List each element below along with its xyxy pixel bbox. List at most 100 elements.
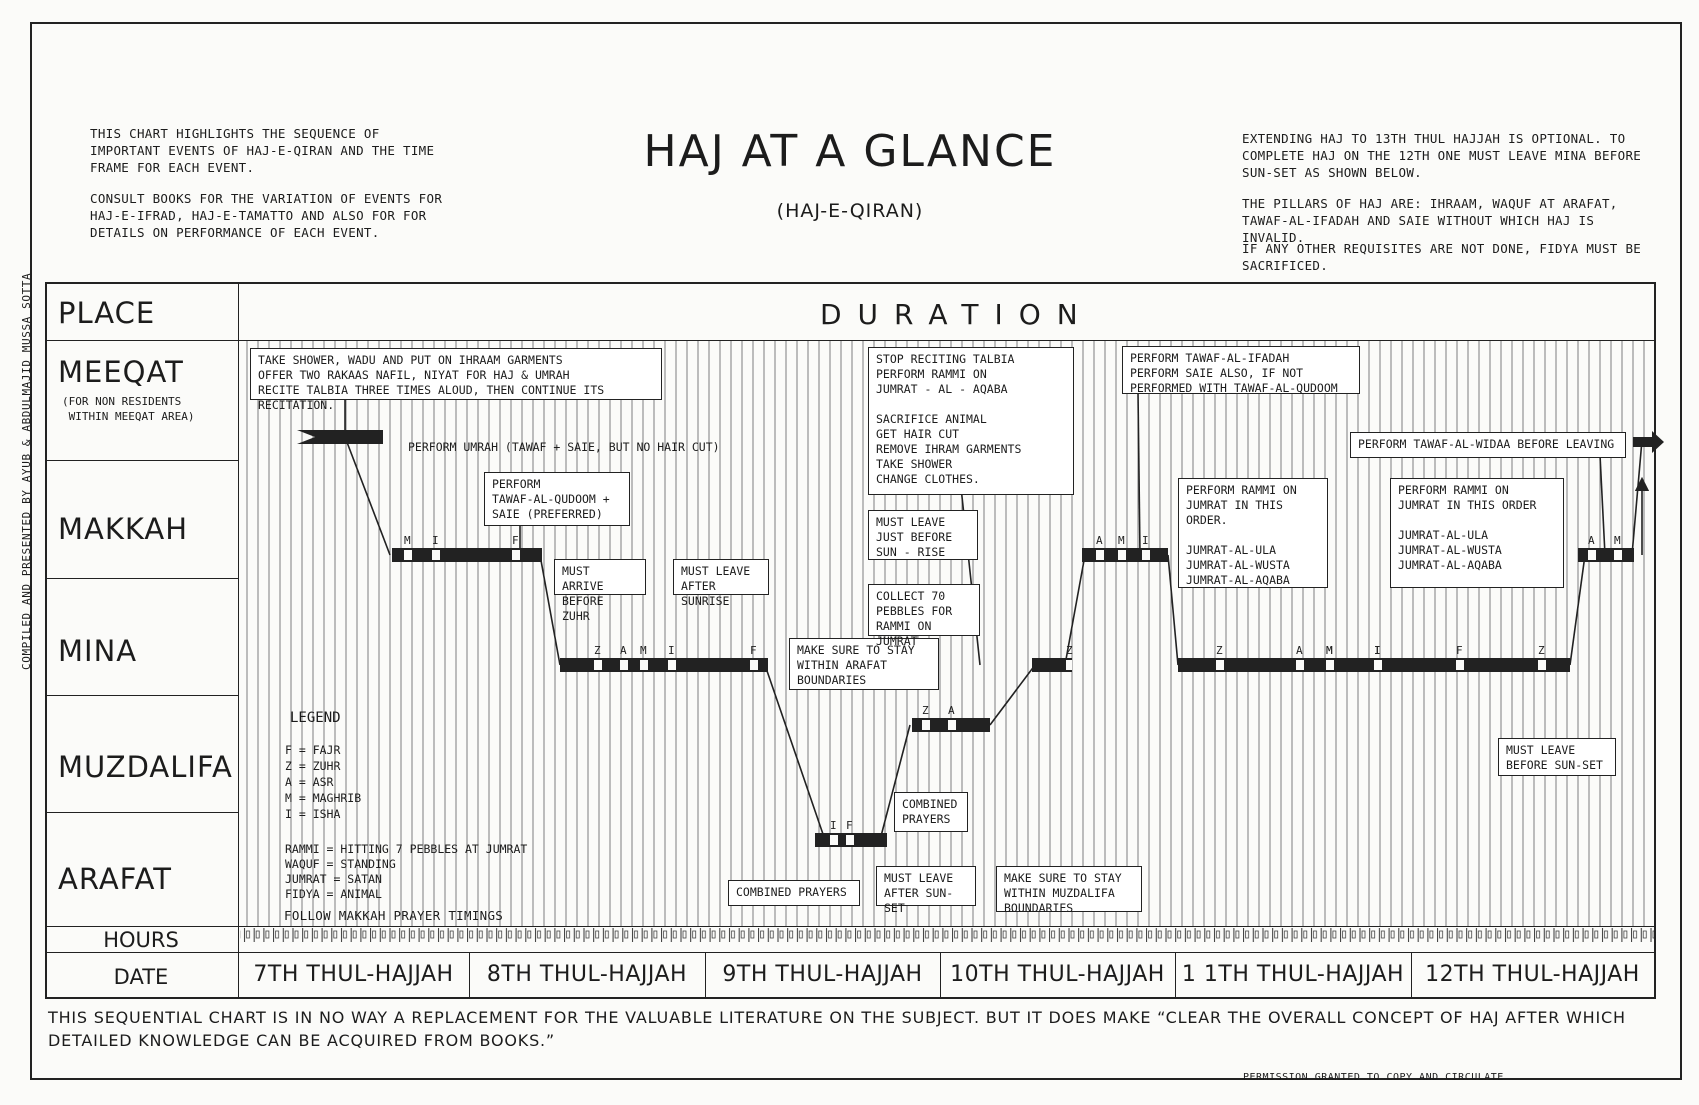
- day-divider-5: [1411, 952, 1412, 999]
- prayer-mark: I: [1142, 534, 1149, 547]
- event-day10-acts: STOP RECITING TALBIA PERFORM RAMMI ON JU…: [868, 347, 1074, 495]
- hours-label: HOURS: [103, 928, 179, 952]
- exit-arrow: [1633, 431, 1664, 453]
- place-header: PLACE: [58, 296, 156, 330]
- prayer-mark: I: [432, 534, 439, 547]
- legend-item-fajr: F = FAJR: [285, 743, 341, 757]
- place-arafat: ARAFAT: [58, 862, 172, 896]
- outer-frame: [30, 22, 1682, 1080]
- row-divider-arafat: [45, 926, 1656, 927]
- hours-ruler: [240, 928, 1656, 950]
- prayer-mark: A: [948, 704, 955, 717]
- day-8: 8TH THUL-HAJJAH: [486, 962, 688, 987]
- prayer-mark: M: [1326, 644, 1333, 657]
- day-divider-2: [705, 952, 706, 999]
- legend-term-jumrat: JUMRAT = SATAN: [285, 872, 382, 886]
- duration-header: DURATION: [820, 298, 1094, 331]
- event-combined-prayers-arafat: COMBINED PRAYERS: [728, 880, 860, 906]
- day-10: 10TH THUL-HAJJAH: [950, 962, 1165, 987]
- route-segment-muzdalifa-mina: [989, 664, 1036, 726]
- day-divider-4: [1175, 952, 1176, 999]
- prayer-mark: Z: [1066, 644, 1073, 657]
- prayer-mark: F: [846, 819, 853, 832]
- route-segment-makkah-mina-2: [1167, 554, 1179, 666]
- permission-note: PERMISSION GRANTED TO COPY AND CIRCULATE: [1243, 1072, 1504, 1083]
- connector-ifadah: [1137, 391, 1141, 556]
- event-rammi-day12: PERFORM RAMMI ON JUMRAT IN THIS ORDER JU…: [1390, 478, 1564, 588]
- prayer-mark: I: [830, 819, 837, 832]
- row-divider-makkah: [45, 578, 238, 579]
- prayer-gaps: [404, 550, 1622, 845]
- prayer-mark: M: [1614, 534, 1621, 547]
- legend-item-zuhr: Z = ZUHR: [285, 759, 341, 773]
- event-leave-after-sunrise: MUST LEAVE AFTER SUNRISE: [673, 559, 769, 608]
- day-divider-3: [940, 952, 941, 999]
- day-9: 9TH THUL-HAJJAH: [722, 962, 923, 987]
- intro-left-paragraph-2: CONSULT BOOKS FOR THE VARIATION OF EVENT…: [90, 191, 443, 240]
- event-tawaf-widaa: PERFORM TAWAF-AL-WIDAA BEFORE LEAVING: [1350, 432, 1626, 458]
- prayer-mark: I: [1374, 644, 1381, 657]
- prayer-mark: M: [404, 534, 411, 547]
- event-umrah: PERFORM UMRAH (TAWAF + SAIE, BUT NO HAIR…: [408, 440, 720, 454]
- row-divider-meeqat: [45, 460, 238, 461]
- prayer-mark: M: [1326, 644, 1333, 657]
- legend-prayer-list: F = FAJR Z = ZUHR A = ASR M = MAGHRIB I …: [285, 742, 361, 822]
- route-segment-arafat-muzdalifa: [879, 724, 911, 841]
- intro-right-paragraph-3: IF ANY OTHER REQUISITES ARE NOT DONE, FI…: [1242, 241, 1642, 273]
- event-ihraam: TAKE SHOWER, WADU AND PUT ON IHRAAM GARM…: [250, 348, 662, 412]
- connector-wida: [1599, 454, 1606, 556]
- legend-item-maghrib: M = MAGHRIB: [285, 791, 362, 805]
- chart-grid: [45, 282, 1656, 999]
- prayer-mark: F: [1456, 644, 1463, 657]
- place-meeqat: MEEQAT: [58, 355, 184, 389]
- prayer-mark: Z: [1538, 644, 1545, 657]
- row-divider-header: [45, 340, 1656, 341]
- chart-title: HAJ AT A GLANCE: [643, 126, 1057, 177]
- prayer-mark: A: [1588, 534, 1595, 547]
- route-segment-mina-arafat: [764, 664, 826, 841]
- legend-item-asr: A = ASR: [285, 775, 334, 789]
- prayer-mark: I: [668, 644, 675, 657]
- event-arrive-before-zuhr: MUST ARRIVE BEFORE ZUHR: [554, 559, 646, 623]
- legend-terms-list: RAMMI = HITTING 7 PEBBLES AT JUMRAT WAQU…: [285, 842, 527, 902]
- chart-subtitle: (HAJ-E-QIRAN): [776, 200, 924, 222]
- event-combined-prayers-muzdalifa: COMBINED PRAYERS: [894, 792, 968, 832]
- event-leave-before-sunset: MUST LEAVE BEFORE SUN-SET: [1498, 738, 1616, 776]
- bar-makkah-day7: [392, 548, 542, 562]
- legend-term-fidya: FIDYA = ANIMAL: [285, 887, 382, 901]
- row-divider-muzdalifa: [45, 812, 238, 813]
- intro-right-paragraph-2: THE PILLARS OF HAJ ARE: IHRAAM, WAQUF AT…: [1242, 196, 1618, 245]
- date-label: DATE: [113, 965, 169, 989]
- event-leave-after-sunset: MUST LEAVE AFTER SUN-SET: [876, 866, 976, 915]
- intro-right-paragraph-1: EXTENDING HAJ TO 13TH THUL HAJJAH IS OPT…: [1242, 131, 1642, 180]
- event-tawaf-ifadah: PERFORM TAWAF-AL-IFADAH PERFORM SAIE ALS…: [1122, 346, 1360, 395]
- day-divider-1: [469, 952, 470, 999]
- prayer-mark: A: [1096, 534, 1103, 547]
- event-tawaf-qudoom: PERFORM TAWAF-AL-QUDOOM + SAIE (preferre…: [484, 472, 630, 526]
- route-segment-meeqat-makkah: [344, 436, 391, 556]
- event-stay-muzdalifa: MAKE SURE TO STAY WITHIN MUZDALIFA BOUND…: [996, 866, 1142, 915]
- route-segment-exit: [1631, 439, 1643, 556]
- prayer-mark: Z: [1216, 644, 1223, 657]
- prayer-mark: A: [620, 644, 627, 657]
- route-segment-mina-makkah: [1064, 554, 1086, 666]
- row-divider-hours: [45, 952, 1656, 953]
- day-11: 1 1TH THUL-HAJJAH: [1181, 962, 1405, 987]
- legend-term-waquf: WAQUF = STANDING: [285, 857, 396, 871]
- prayer-mark: F: [512, 534, 519, 547]
- prayer-mark: M: [640, 644, 647, 657]
- event-collect-pebbles: COLLECT 70 PEBBLES FOR RAMMI ON JUMRAT: [868, 584, 980, 648]
- prayer-mark: Z: [922, 704, 929, 717]
- prayer-mark: I: [1374, 644, 1381, 657]
- day-12: 12TH THUL-HAJJAH: [1425, 962, 1640, 987]
- place-column-divider: [238, 282, 239, 999]
- prayer-mark: F: [750, 644, 757, 657]
- legend-term-rammi: RAMMI = HITTING 7 PEBBLES AT JUMRAT: [285, 842, 528, 856]
- prayer-mark: M: [1118, 534, 1125, 547]
- row-divider-mina: [45, 695, 238, 696]
- day-7: 7TH THUL-HAJJAH: [253, 962, 454, 987]
- legend-item-isha: I = ISHA: [285, 807, 341, 821]
- meeqat-start-flag: [297, 430, 383, 444]
- event-leave-before-sunrise: MUST LEAVE JUST BEFORE SUN - RISE: [868, 510, 978, 560]
